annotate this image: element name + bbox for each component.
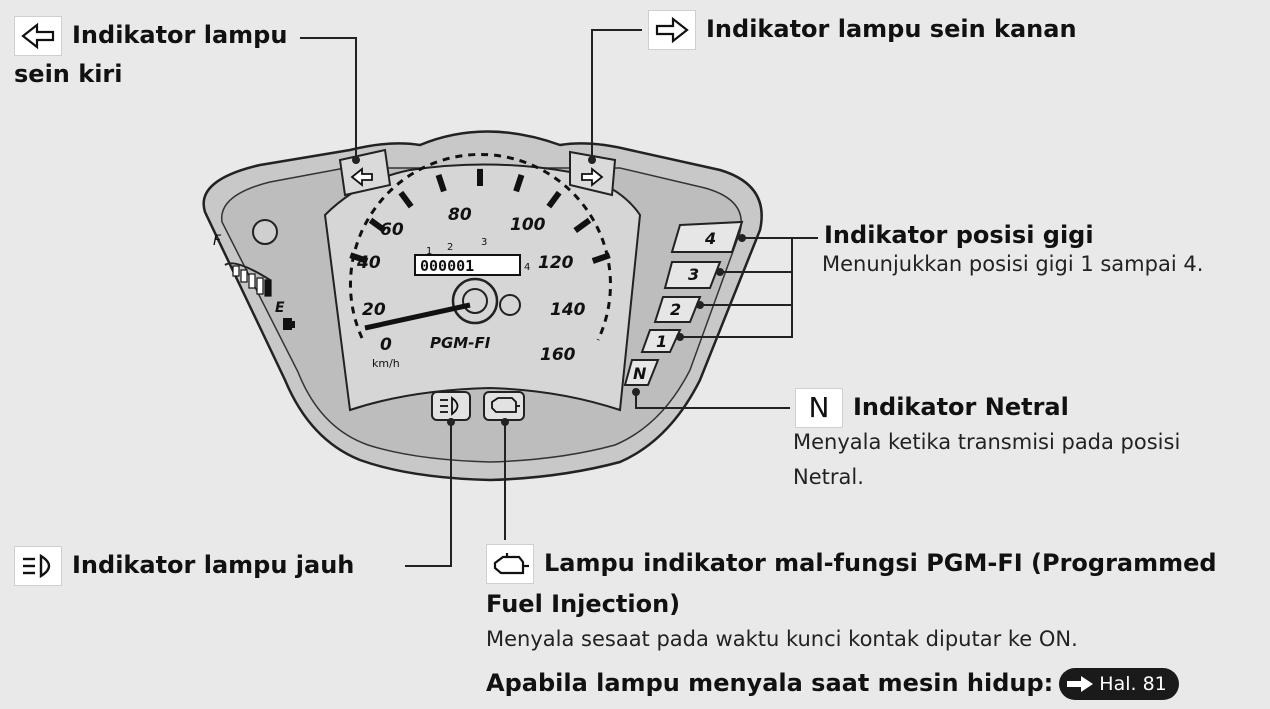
high-beam-pod <box>431 391 471 421</box>
callout-lines <box>300 29 818 567</box>
speed-major-tick <box>368 217 387 234</box>
trip-tick-2: 2 <box>447 242 453 253</box>
engine-icon <box>491 397 520 413</box>
pgmfi-warning: Apabila lampu menyala saat mesin hidup:H… <box>486 668 1179 700</box>
right-arrow-icon <box>581 167 604 187</box>
odometer: 000001 <box>420 257 474 275</box>
trip-tick-3: 3 <box>481 237 487 248</box>
left-turn-label: Indikator lampu <box>14 16 287 56</box>
gear-label-desc: Menunjukkan posisi gigi 1 sampai 4. <box>822 252 1204 276</box>
gear-2: 2 <box>670 300 681 319</box>
trip-tick-1: 1 <box>426 246 432 257</box>
fuel-empty: E <box>275 300 285 316</box>
gear-1: 1 <box>656 332 667 351</box>
gear-4: 4 <box>704 229 716 248</box>
odometer-box <box>414 254 521 276</box>
needle <box>364 302 471 331</box>
page-ref-link[interactable]: Hal. 81 <box>1059 668 1179 700</box>
fuel-full: F <box>213 233 222 249</box>
pgmfi-desc: Menyala sesaat pada waktu kunci kontak d… <box>486 627 1078 651</box>
trip-tick-4: 4 <box>524 262 530 273</box>
high-beam-label: Indikator lampu jauh <box>14 546 354 586</box>
speed-label-40: 40 <box>356 253 381 273</box>
speed-label-80: 80 <box>448 205 472 225</box>
speed-label-120: 120 <box>538 253 574 273</box>
pgmfi-title-line2: Fuel Injection) <box>486 590 681 618</box>
speed-label-100: 100 <box>510 215 546 235</box>
engine-icon <box>486 544 534 584</box>
fuel-segments <box>232 265 272 297</box>
gear-label-title: Indikator posisi gigi <box>824 221 1094 249</box>
speed-unit: km/h <box>372 357 400 370</box>
speed-major-tick <box>546 190 562 209</box>
speed-label-140: 140 <box>550 300 586 320</box>
gear-n: N <box>633 364 647 383</box>
speed-major-tick <box>513 174 525 193</box>
speed-major-tick <box>398 190 414 209</box>
right-turn-label: Indikator lampu sein kanan <box>648 10 1077 50</box>
fuel-pump-icon <box>283 318 295 330</box>
pgmfi-label: Lampu indikator mal-fungsi PGM-FI (Progr… <box>486 544 1217 584</box>
speed-major-tick <box>349 252 369 264</box>
left-arrow-icon <box>350 167 373 187</box>
high-beam-icon <box>14 546 62 586</box>
speed-label-20: 20 <box>362 300 386 320</box>
speed-major-tick <box>573 217 592 234</box>
left-arrow-icon <box>14 16 62 56</box>
speed-label-0: 0 <box>380 335 392 355</box>
speed-major-tick <box>435 174 447 193</box>
gear-indicators: 4 3 2 1 N <box>623 220 744 386</box>
gear-3: 3 <box>688 265 699 284</box>
neutral-symbol-box: N <box>795 388 843 428</box>
high-beam-icon <box>440 396 459 416</box>
speed-label-160: 160 <box>540 345 576 365</box>
speed-major-tick <box>591 252 611 264</box>
neutral-desc-line2: Netral. <box>793 465 864 489</box>
neutral-desc-line1: Menyala ketika transmisi pada posisi <box>793 430 1181 454</box>
arrow-right-icon <box>1067 676 1094 692</box>
brand-mark: PGM-FI <box>430 334 491 352</box>
speed-ticks <box>349 168 611 264</box>
needle-hub <box>451 277 499 325</box>
right-arrow-icon <box>648 10 696 50</box>
speed-label-60: 60 <box>380 220 404 240</box>
left-turn-label-line2: sein kiri <box>14 60 123 88</box>
